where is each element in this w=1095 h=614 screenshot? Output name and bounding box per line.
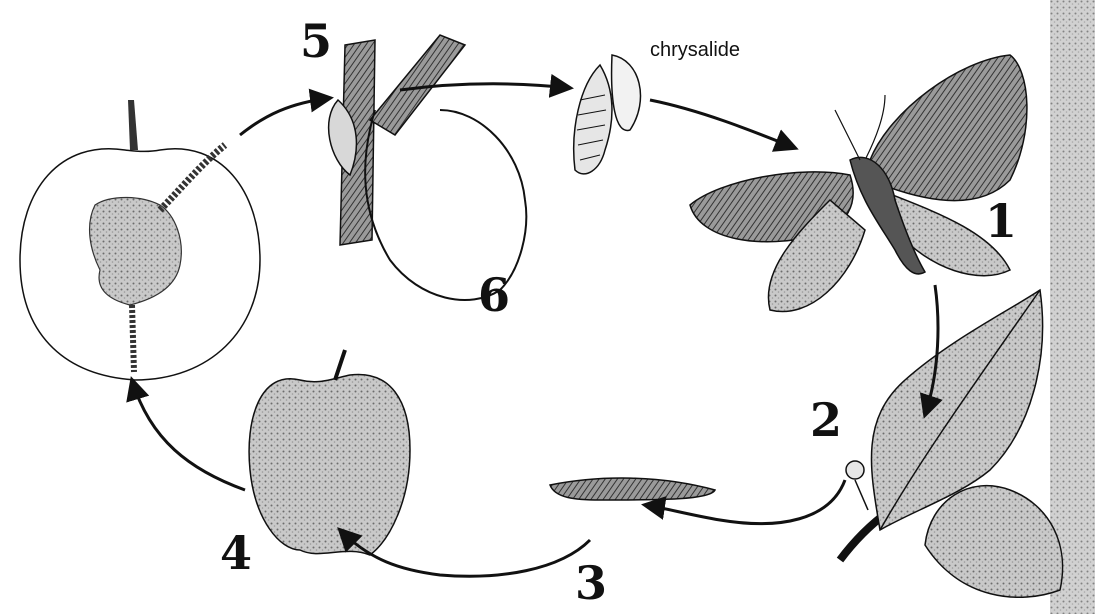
stippled-edge	[1050, 0, 1095, 614]
bark-cocoon-illustration	[329, 35, 527, 300]
stage-number-3: 3	[575, 560, 607, 606]
larva-illustration	[550, 478, 715, 500]
stage-number-2: 2	[810, 397, 842, 443]
stage-number-4: 4	[220, 530, 252, 576]
stage-number-1: 1	[985, 198, 1017, 244]
stage-number-6: 6	[478, 272, 510, 318]
leaf-branch-illustration	[840, 290, 1063, 597]
arrow-chrysalis-to-moth	[650, 100, 795, 148]
arrow-apple-to-cut-apple	[132, 380, 245, 490]
cycle-arrows	[132, 84, 938, 577]
stage-number-5: 5	[300, 18, 332, 64]
moth-illustration	[690, 55, 1027, 312]
chrysalis-illustration	[574, 55, 641, 174]
whole-apple-illustration	[249, 350, 410, 555]
chrysalide-label: chrysalide	[650, 40, 740, 60]
arrow-apple-to-bark	[240, 98, 330, 135]
cut-apple-illustration	[20, 100, 260, 380]
